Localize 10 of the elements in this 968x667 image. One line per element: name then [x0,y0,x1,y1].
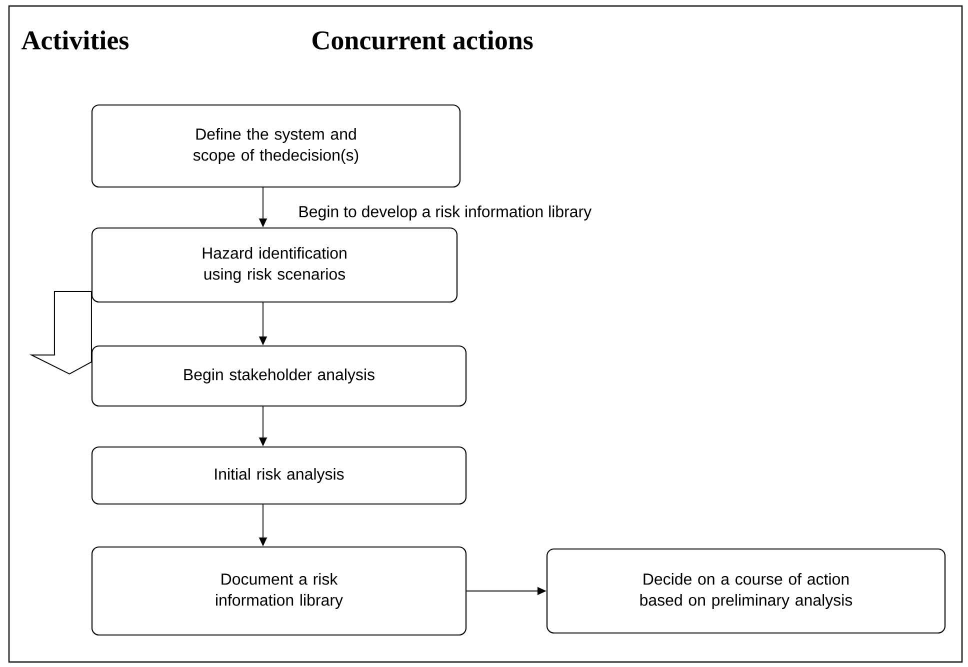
process-box: Initial risk analysis [91,446,467,505]
action-note: Begin to develop a risk information library [300,206,592,220]
process-box: Decide on a course of action based on preliminary analysis [546,548,946,634]
process-box: Define the system and scope of thedecision(s) [91,104,461,188]
column-heading: Concurrent actions [312,30,533,50]
block-arrow [29,291,92,375]
process-box: Hazard identification using risk scenarios [91,227,458,303]
process-box: Document a risk information library [91,546,467,636]
column-heading: Activities [21,30,129,50]
process-box: Begin stakeholder analysis [91,345,467,407]
